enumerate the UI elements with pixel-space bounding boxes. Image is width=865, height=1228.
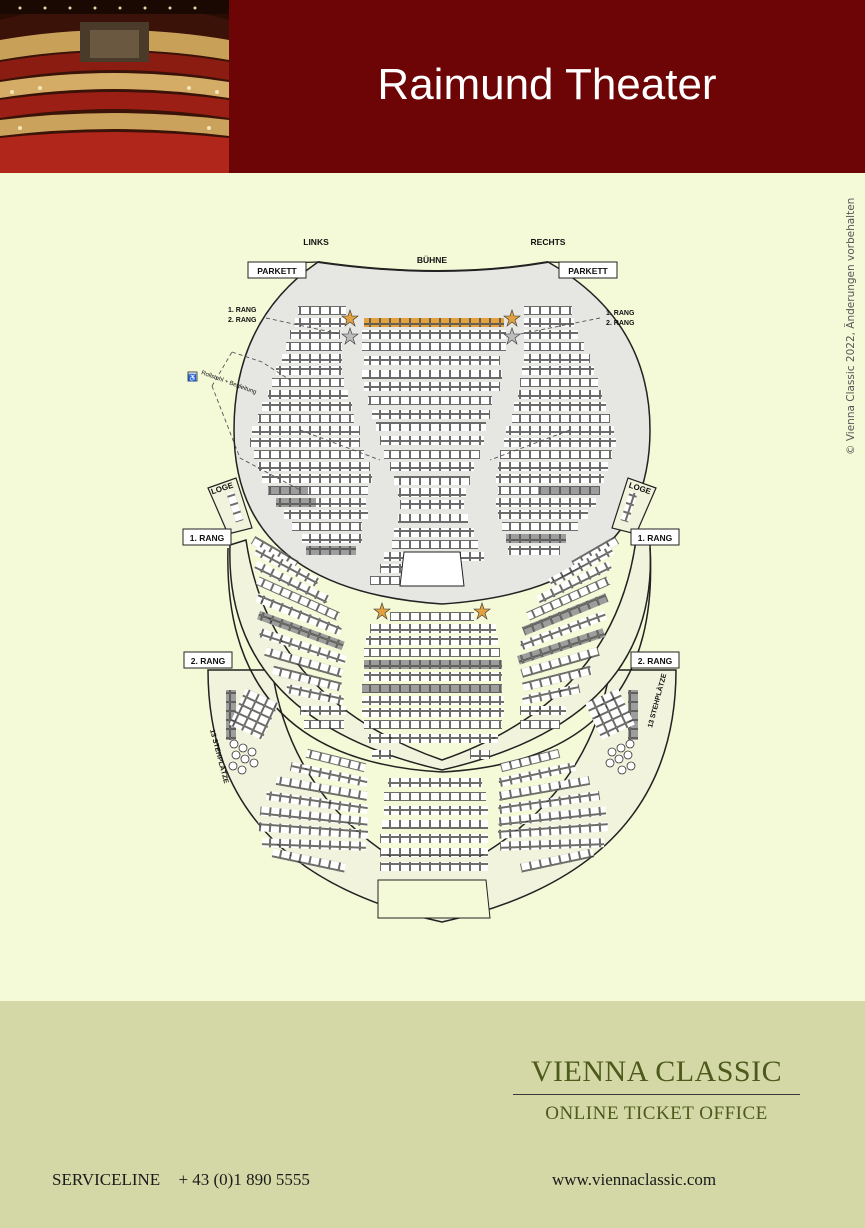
- svg-text:1. RANG: 1. RANG: [228, 307, 257, 314]
- label-1-rang-left: 1. RANG: [182, 528, 232, 546]
- svg-text:2. RANG: 2. RANG: [606, 320, 635, 327]
- header-banner: Raimund Theater: [0, 0, 865, 173]
- svg-text:BÜHNE: BÜHNE: [417, 255, 448, 265]
- page-title: Raimund Theater: [377, 60, 717, 109]
- label-1-rang-small-right: 1. RANG 2. RANG: [606, 310, 635, 327]
- label-2-rang-right: 2. RANG: [630, 651, 680, 669]
- footer: [0, 1001, 865, 1228]
- rang1-seats: [250, 536, 620, 759]
- svg-text:LINKS: LINKS: [303, 237, 329, 247]
- loge-left: [207, 477, 253, 535]
- svg-text:1. RANG: 1. RANG: [638, 533, 673, 543]
- label-links: LINKS: [303, 237, 329, 247]
- svg-text:1. RANG: 1. RANG: [606, 310, 635, 317]
- label-buehne: BÜHNE: [417, 255, 448, 265]
- label-1-rang-right: 1. RANG: [630, 528, 680, 546]
- label-parkett-left: PARKETT: [247, 261, 307, 279]
- serviceline: SERVICELINE + 43 (0)1 890 5555: [52, 1170, 310, 1190]
- parkett-right-block: [496, 306, 616, 555]
- loge-right: [611, 477, 657, 535]
- label-2-rang-left: 2. RANG: [183, 651, 233, 669]
- serviceline-label: SERVICELINE: [52, 1170, 161, 1189]
- label-1-rang-small-left: 1. RANG 2. RANG: [228, 307, 257, 324]
- rang2-seats: [226, 688, 638, 919]
- brand-subtitle: ONLINE TICKET OFFICE: [545, 1103, 768, 1124]
- brand-name: VIENNA CLASSIC: [530, 1055, 783, 1088]
- wheelchair-icon: ♿: [188, 373, 197, 382]
- svg-text:PARKETT: PARKETT: [568, 266, 608, 276]
- svg-text:PARKETT: PARKETT: [257, 266, 297, 276]
- brand-divider: [513, 1094, 800, 1095]
- label-rechts: RECHTS: [531, 237, 566, 247]
- website-link[interactable]: www.viennaclassic.com: [552, 1170, 717, 1189]
- parkett-left-block: [250, 306, 372, 555]
- svg-text:2. RANG: 2. RANG: [638, 656, 673, 666]
- svg-text:2. RANG: 2. RANG: [228, 317, 257, 324]
- svg-text:2. RANG: 2. RANG: [191, 656, 226, 666]
- parkett-center-block: [362, 318, 506, 587]
- seating-plan: LINKS RECHTS BÜHNE PARKETT PARKETT 1. RA…: [182, 237, 680, 923]
- serviceline-number[interactable]: + 43 (0)1 890 5555: [178, 1170, 310, 1189]
- theater-auditorium-photo: [0, 0, 229, 173]
- svg-text:1. RANG: 1. RANG: [190, 533, 225, 543]
- svg-text:RECHTS: RECHTS: [531, 237, 566, 247]
- label-parkett-right: PARKETT: [558, 261, 618, 279]
- star-markers: [341, 309, 521, 620]
